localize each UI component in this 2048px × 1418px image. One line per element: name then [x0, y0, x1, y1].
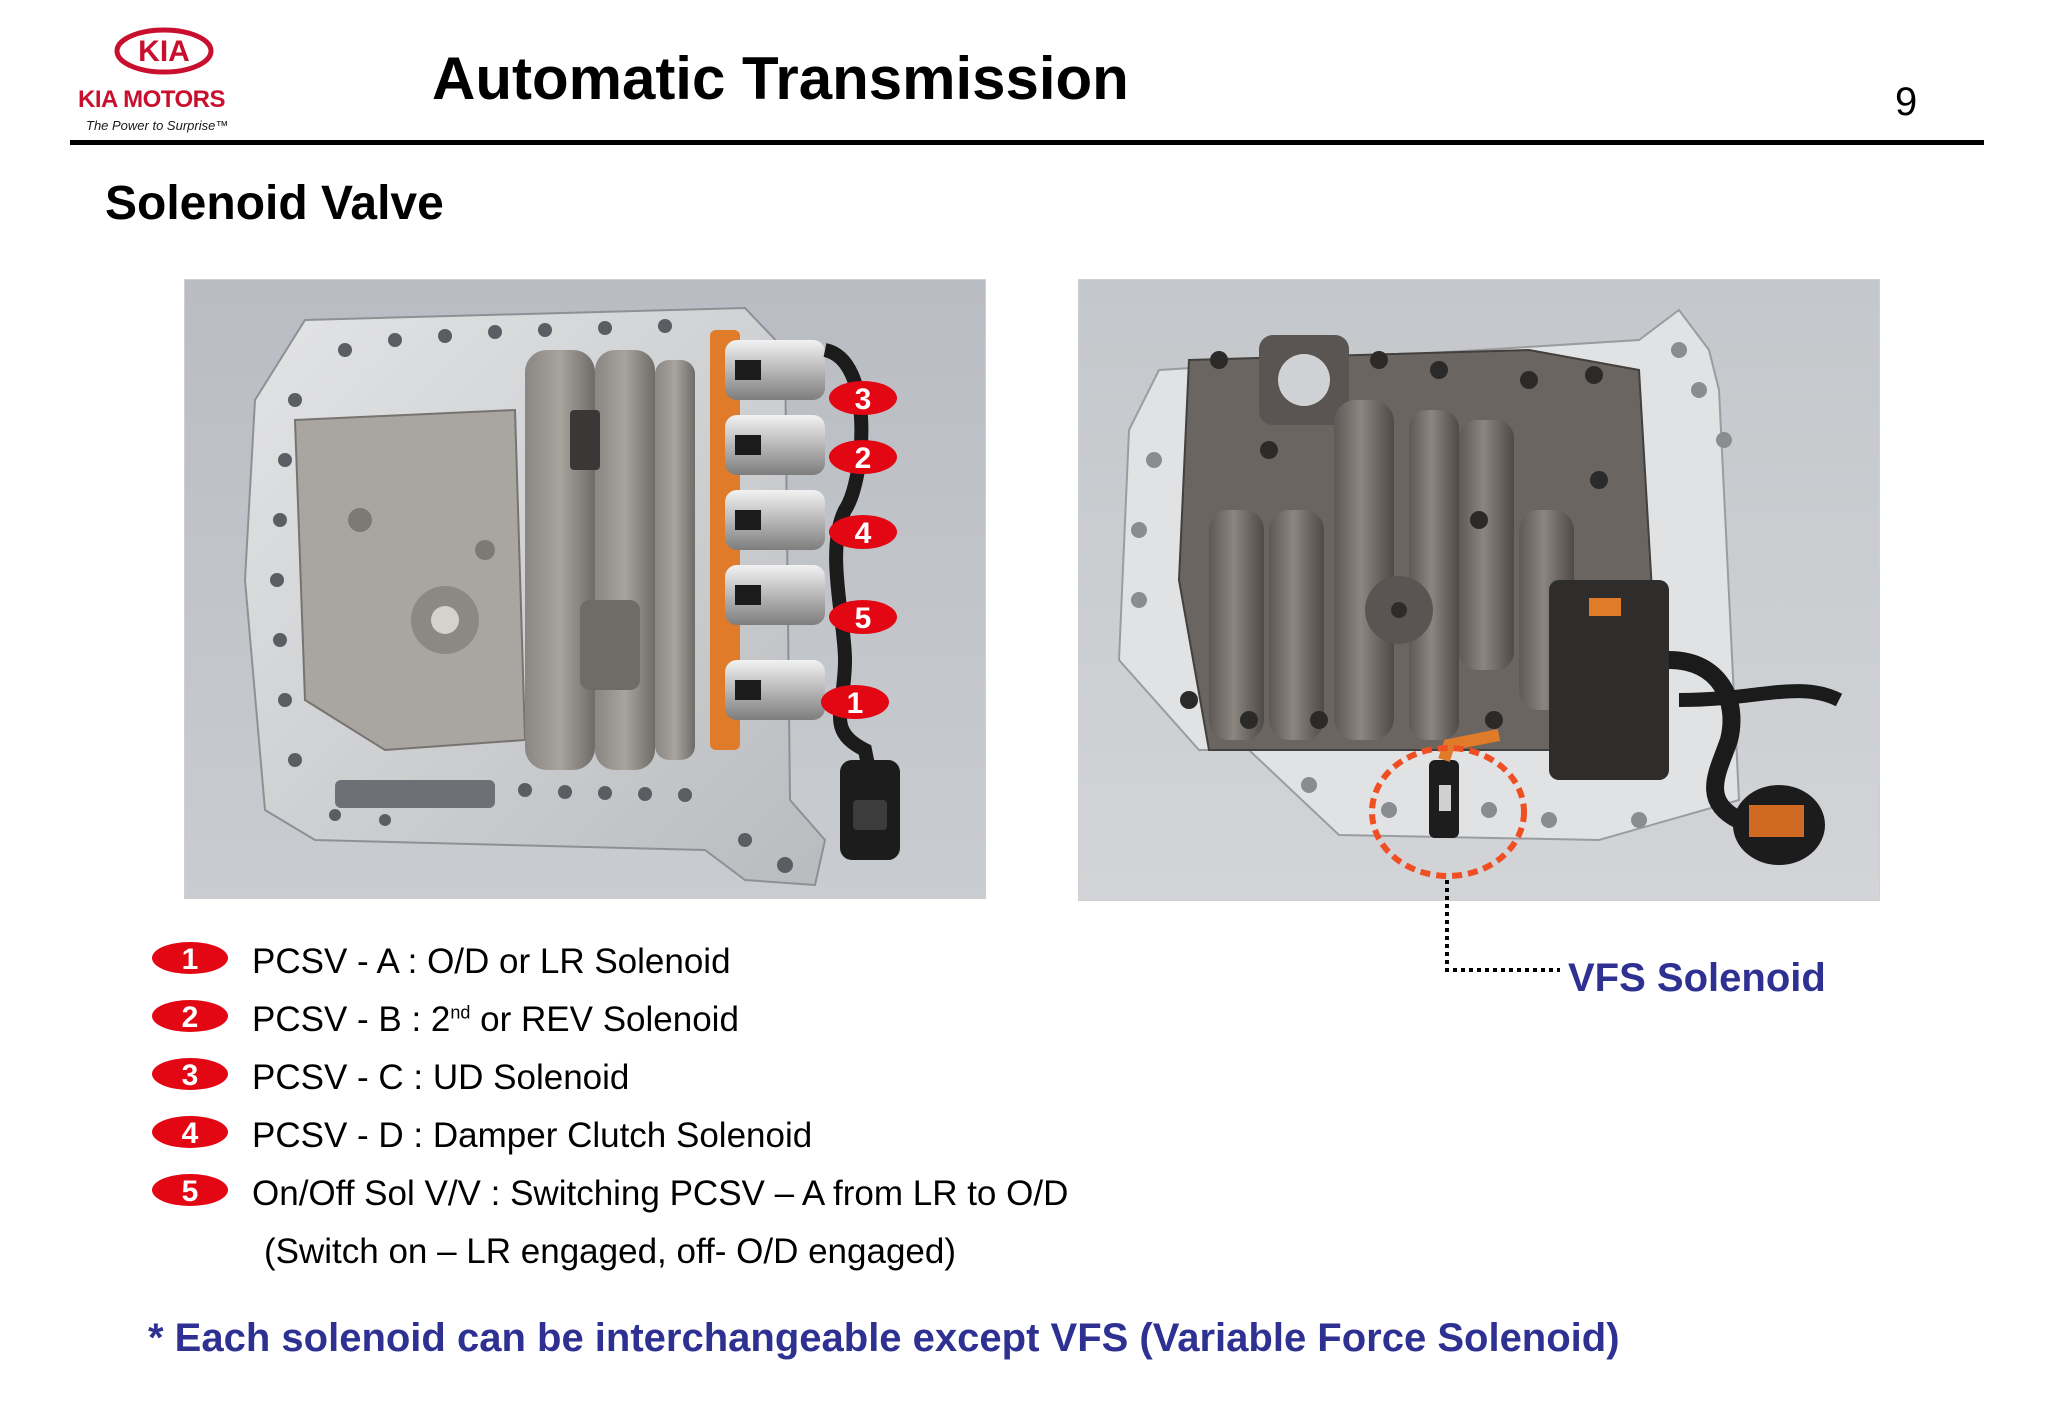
photo-marker-4: 4 [855, 517, 872, 550]
badge-number-5: 5 [182, 1175, 199, 1208]
footnote: * Each solenoid can be interchangeable e… [148, 1316, 1620, 1360]
vfs-highlight-circle [1369, 745, 1527, 879]
legend-text-2-main: PCSV - B : 2 [252, 1000, 451, 1039]
valve-body-photo-left: 3 2 4 5 1 [184, 279, 986, 899]
kia-logo: KIA KIA MOTORS The Power to Surprise™ [70, 26, 260, 138]
legend-text-5: On/Off Sol V/V : Switching PCSV – A from… [252, 1174, 1069, 1213]
number-badge-5: 5 [152, 1174, 228, 1208]
section-title: Solenoid Valve [105, 177, 444, 230]
photo-marker-1: 1 [847, 687, 864, 720]
photo-marker-3: 3 [855, 383, 872, 416]
legend-text-2-superscript: nd [450, 1002, 471, 1023]
brand-tagline: The Power to Surprise™ [86, 118, 229, 133]
brand-name: KIA MOTORS [78, 86, 226, 113]
number-badge-4: 4 [152, 1116, 228, 1150]
legend-text-2-rest: or REV Solenoid [470, 1000, 739, 1039]
page-title: Automatic Transmission [432, 45, 1129, 112]
number-badge-3: 3 [152, 1058, 228, 1092]
kia-emblem-icon: KIA [114, 27, 214, 75]
legend-text-1: PCSV - A : O/D or LR Solenoid [252, 942, 731, 981]
legend-note: (Switch on – LR engaged, off- O/D engage… [264, 1232, 957, 1271]
badge-number-2: 2 [182, 1001, 199, 1034]
legend-text-4: PCSV - D : Damper Clutch Solenoid [252, 1116, 813, 1155]
page-number: 9 [1895, 80, 1918, 124]
badge-number-3: 3 [182, 1059, 199, 1092]
legend-text-3: PCSV - C : UD Solenoid [252, 1058, 630, 1097]
number-badge-1: 1 [152, 942, 228, 976]
photo-marker-5: 5 [855, 602, 872, 635]
badge-number-4: 4 [182, 1117, 199, 1150]
valve-body-photo-right [1078, 279, 1880, 901]
left-photo-markers: 3 2 4 5 1 [821, 381, 897, 720]
vfs-solenoid-label: VFS Solenoid [1568, 956, 1826, 1000]
vfs-leader-line [1445, 880, 1560, 972]
photo-marker-2: 2 [855, 442, 872, 475]
header-divider [70, 140, 1984, 145]
number-badge-2: 2 [152, 1000, 228, 1034]
kia-emblem-text: KIA [138, 35, 190, 68]
legend-text-2: PCSV - B : 2nd or REV Solenoid [252, 998, 739, 1042]
badge-number-1: 1 [182, 943, 199, 976]
